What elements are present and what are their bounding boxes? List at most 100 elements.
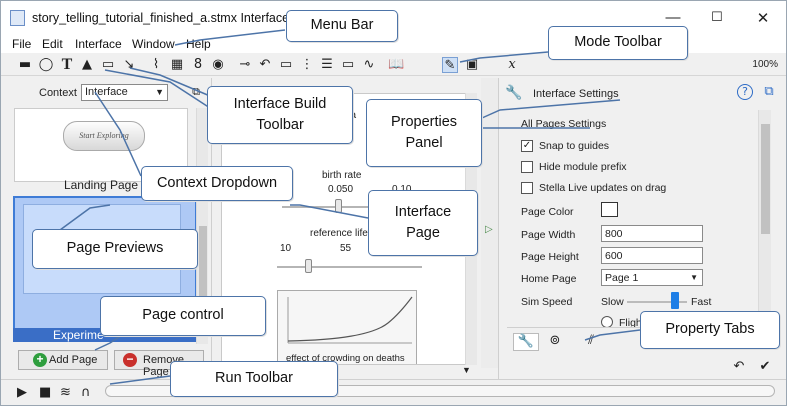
callout-context-dropdown: Context Dropdown — [141, 166, 293, 201]
stop-icon[interactable]: ■ — [39, 385, 52, 400]
page-width-label: Page Width — [521, 229, 576, 241]
snap-to-guides-checkbox[interactable]: ✓ — [521, 140, 533, 152]
reference-lifetime-knob[interactable] — [305, 259, 312, 273]
chevron-down-icon: ▼ — [690, 273, 698, 282]
home-page-label: Home Page — [521, 273, 577, 285]
reference-lifetime-label: reference lifeti — [310, 228, 373, 239]
arrow-tool-icon[interactable]: ↘ — [123, 57, 135, 72]
undo-icon[interactable]: ↶ — [733, 359, 745, 374]
property-tabs: 🔧 ⊚ ⫽ — [507, 327, 769, 353]
zoom-level[interactable]: 100% — [752, 59, 778, 70]
start-exploring-button: Start Exploring — [63, 121, 145, 151]
button-tool-icon[interactable]: ▭ — [101, 57, 115, 72]
chevron-down-icon: ▼ — [155, 87, 164, 97]
callout-interface-build-toolbar: Interface Build Toolbar — [207, 86, 353, 144]
page-height-label: Page Height — [521, 251, 579, 263]
chart-tool-icon[interactable]: ∿ — [363, 57, 375, 72]
undock-icon[interactable]: ⧉ — [192, 85, 200, 98]
home-page-value: Page 1 — [605, 272, 639, 284]
menu-interface[interactable]: Interface — [75, 37, 122, 51]
equation-mode-icon[interactable]: x — [508, 57, 516, 72]
page-color-swatch[interactable] — [601, 202, 618, 217]
callout-page-previews: Page Previews — [32, 229, 198, 269]
flight-label: Flight — [619, 317, 645, 329]
storytelling-book-icon[interactable]: 📖 — [388, 57, 405, 72]
menu-edit[interactable]: Edit — [42, 37, 63, 51]
switch-tool-icon[interactable]: ↶ — [259, 57, 271, 72]
explore-mode-icon[interactable]: ▣ — [465, 57, 479, 72]
close-button[interactable]: ✕ — [756, 10, 770, 27]
sim-speed-knob[interactable] — [671, 292, 679, 309]
birth-rate-knob[interactable] — [335, 199, 342, 213]
live-updates-label: Stella Live updates on drag — [539, 182, 667, 194]
tab-style-icon[interactable]: ⊚ — [549, 333, 561, 348]
window-title: story_telling_tutorial_finished_a.stmx I… — [32, 11, 309, 25]
slider-tool-icon[interactable]: ⊸ — [239, 57, 251, 72]
reset-icon[interactable]: ∩ — [81, 385, 91, 400]
panel-divider[interactable]: ▷ — [481, 78, 498, 368]
text-tool-icon[interactable]: T — [61, 56, 73, 73]
sim-speed-slider[interactable] — [627, 301, 687, 303]
context-label: Context — [39, 87, 77, 99]
sim-speed-label: Sim Speed — [521, 296, 573, 308]
reference-lifetime-max: 55 — [340, 243, 352, 254]
callout-property-tabs: Property Tabs — [640, 311, 780, 349]
callout-run-toolbar: Run Toolbar — [170, 361, 338, 397]
page-width-input[interactable]: 800 — [601, 225, 703, 242]
scrollbar-thumb[interactable] — [199, 226, 207, 336]
birth-rate-max: 0.10 — [392, 184, 411, 195]
callout-properties-panel: Properties Panel — [366, 99, 482, 167]
minimize-button[interactable]: — — [665, 9, 681, 26]
scroll-down-arrow-icon[interactable]: ▼ — [462, 365, 471, 375]
restore-data-icon[interactable]: ≋ — [60, 385, 71, 400]
numeric-display-icon[interactable]: 8 — [193, 57, 203, 72]
section-title: All Pages Settings — [521, 118, 607, 130]
callout-mode-toolbar: Mode Toolbar — [548, 26, 688, 60]
remove-icon: − — [123, 353, 137, 367]
crowding-curve — [287, 296, 413, 344]
menu-file[interactable]: File — [12, 37, 32, 51]
add-page-label: Add Page — [49, 354, 98, 366]
page-height-input[interactable]: 600 — [601, 247, 703, 264]
scrollbar-thumb[interactable] — [761, 124, 770, 234]
tab-graph-icon[interactable]: ⫽ — [588, 333, 594, 348]
knob-tool-icon[interactable]: ◉ — [212, 57, 224, 72]
expand-arrow-icon[interactable]: ▷ — [485, 224, 493, 235]
page-label-landing: Landing Page — [63, 178, 139, 192]
callout-interface-page: Interface Page — [368, 190, 478, 256]
edit-mode-icon[interactable]: ✎ — [442, 57, 458, 73]
graph-tool-icon[interactable]: ⌇ — [152, 57, 160, 72]
context-dropdown[interactable]: Interface ▼ — [81, 84, 168, 101]
toggle-tool-icon[interactable]: ▭ — [341, 57, 355, 72]
properties-panel: 🔧 Interface Settings ? ⧉ All Pages Setti… — [498, 78, 783, 381]
add-page-button[interactable]: + Add Page — [18, 350, 108, 370]
crowding-graph[interactable]: effect of crowding on deaths — [277, 290, 417, 364]
live-updates-checkbox[interactable] — [521, 182, 533, 194]
image-tool-icon[interactable]: ▲ — [82, 57, 92, 72]
context-value: Interface — [85, 86, 128, 98]
menu-window[interactable]: Window — [132, 37, 175, 51]
app-icon — [10, 10, 25, 26]
input-tool-icon[interactable]: ▭ — [279, 57, 293, 72]
tab-settings-wrench-icon[interactable]: 🔧 — [513, 333, 539, 351]
play-icon[interactable]: ▶ — [17, 385, 27, 400]
properties-scrollbar[interactable] — [758, 110, 771, 324]
stock-tool-icon[interactable]: ▬ — [18, 57, 32, 72]
list-tool-icon[interactable]: ☰ — [321, 57, 333, 72]
apply-check-icon[interactable]: ✔ — [759, 359, 771, 374]
undock-panel-icon[interactable]: ⧉ — [764, 84, 774, 99]
callout-menu-bar: Menu Bar — [286, 10, 398, 42]
callout-page-control: Page control — [100, 296, 266, 336]
add-icon: + — [33, 353, 47, 367]
sim-speed-slow-label: Slow — [601, 296, 624, 308]
list-input-icon[interactable]: ⋮ — [300, 57, 314, 72]
help-icon[interactable]: ? — [737, 84, 753, 100]
reference-lifetime-slider[interactable] — [277, 266, 422, 268]
hide-module-prefix-checkbox[interactable] — [521, 161, 533, 173]
maximize-button[interactable]: ☐ — [711, 9, 723, 24]
birth-rate-label: birth rate — [322, 170, 362, 181]
menu-help[interactable]: Help — [186, 37, 211, 51]
shape-tool-icon[interactable]: ◯ — [38, 57, 54, 72]
table-tool-icon[interactable]: ▦ — [170, 57, 184, 72]
home-page-select[interactable]: Page 1 ▼ — [601, 269, 703, 286]
